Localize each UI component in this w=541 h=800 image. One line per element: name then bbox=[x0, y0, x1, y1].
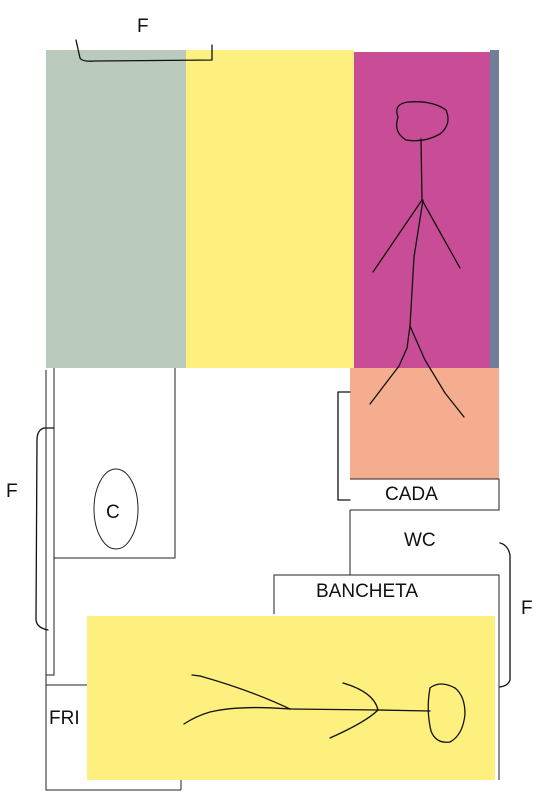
label-wc: WC bbox=[404, 530, 436, 551]
top-door-mark bbox=[75, 39, 213, 62]
yellow-zone-bottom bbox=[87, 616, 495, 780]
label-f-top: F bbox=[137, 16, 149, 37]
label-fr: FRI bbox=[49, 708, 80, 729]
left-bracket bbox=[35, 427, 55, 631]
right-bracket bbox=[499, 542, 511, 688]
blue-strip bbox=[490, 50, 499, 368]
cada-bracket bbox=[337, 391, 351, 501]
stick-figure-standing bbox=[369, 101, 465, 418]
toilet-room-walls bbox=[53, 368, 176, 559]
bancheta-box bbox=[273, 574, 500, 614]
green-zone bbox=[46, 50, 186, 368]
salmon-zone bbox=[350, 368, 499, 479]
bottom-left-walls bbox=[45, 675, 181, 791]
cada-box bbox=[350, 478, 500, 511]
label-f-left: F bbox=[6, 481, 18, 502]
label-toilet: C bbox=[106, 502, 120, 523]
toilet-bowl bbox=[93, 468, 139, 550]
yellow-zone-top bbox=[186, 50, 354, 368]
label-cada: CADA bbox=[385, 484, 438, 505]
label-bancheta: BANCHETA bbox=[316, 581, 418, 602]
stick-figure-lying bbox=[183, 674, 466, 743]
left-wall bbox=[45, 370, 55, 676]
label-f-right: F bbox=[521, 598, 533, 619]
